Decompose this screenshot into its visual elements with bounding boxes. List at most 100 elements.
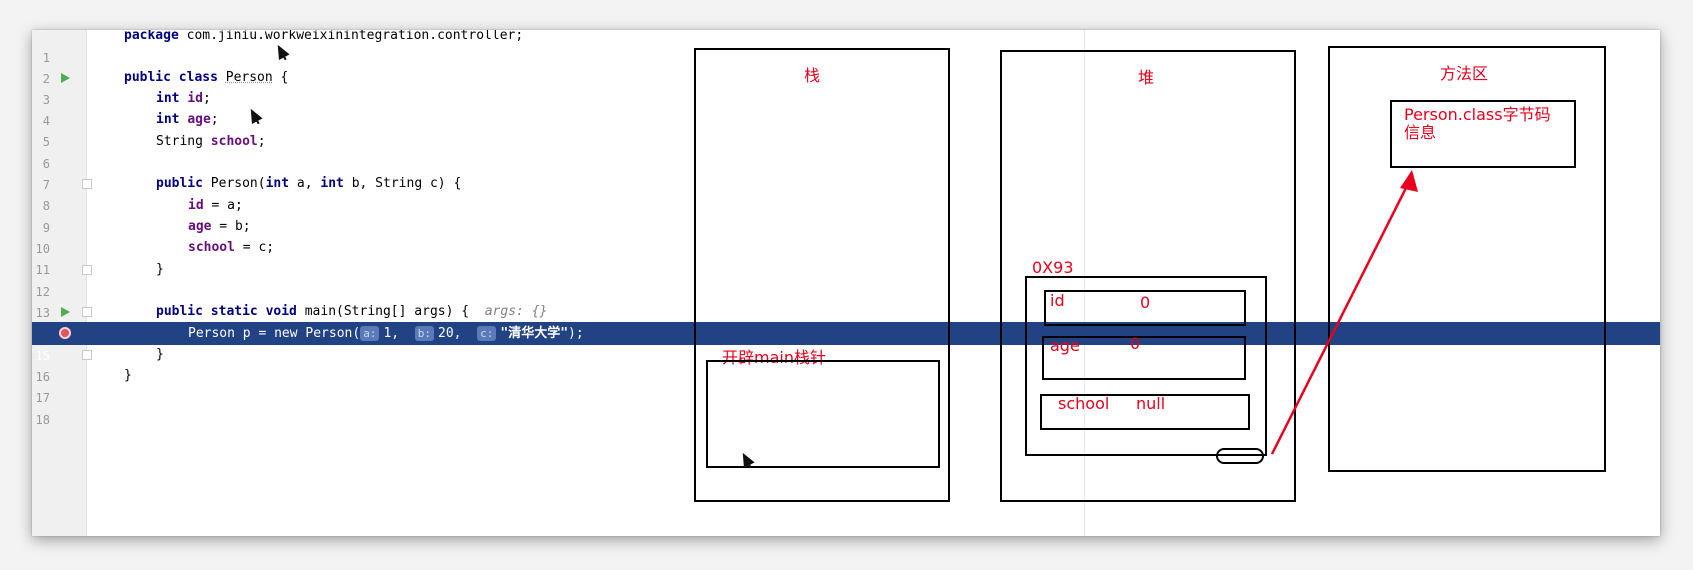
editor-gutter — [32, 30, 87, 536]
keyword: package — [124, 30, 179, 43]
code-punct: ; — [210, 112, 219, 127]
code-punct: { — [272, 70, 289, 85]
code-text: int id; — [156, 87, 211, 110]
line-number: 6 — [42, 157, 50, 171]
code-line[interactable]: 11 school = c; — [32, 236, 1660, 277]
code-text: String school; — [156, 130, 266, 153]
run-class-icon[interactable] — [58, 66, 72, 89]
arrow-shaft — [1270, 179, 1412, 455]
fold-icon[interactable] — [82, 307, 92, 317]
fold-icon[interactable] — [82, 179, 92, 189]
line-number: 11 — [35, 263, 50, 277]
code-punct: ; — [257, 134, 266, 149]
line-number: 2 — [42, 72, 50, 86]
code-text-part: = c; — [234, 240, 275, 255]
type-name: String — [156, 134, 203, 149]
fold-icon[interactable] — [82, 350, 92, 360]
line-number: 17 — [35, 391, 50, 405]
field-name: school — [188, 240, 235, 255]
line-number: 15 — [35, 349, 50, 363]
code-text: age = b; — [188, 215, 251, 238]
line-number: 9 — [42, 221, 50, 235]
stack-label: 栈 — [804, 66, 821, 85]
code-line[interactable]: 9 id = a; — [32, 194, 1660, 235]
keyword: int — [320, 176, 344, 191]
code-text: package com.jiniu.workweixinintegration.… — [124, 30, 523, 47]
line-number: 12 — [35, 285, 50, 299]
method-area-label: 方法区 — [1440, 64, 1489, 83]
constructor-name: Person( — [202, 176, 266, 191]
breakpoint-icon[interactable] — [58, 322, 72, 345]
parameter-hint: c: — [477, 326, 497, 341]
field-name: id — [187, 91, 203, 106]
code-text: public class Person { — [124, 66, 288, 89]
code-text-part: Person p = new Person( — [188, 326, 361, 341]
code-line[interactable]: 12 } — [32, 258, 1660, 299]
field-school-box — [1040, 394, 1250, 430]
fold-icon[interactable] — [82, 265, 92, 275]
keyword: int — [156, 112, 180, 127]
argument-value: 20, — [438, 326, 462, 341]
code-punct: ; — [202, 91, 211, 106]
code-text: int age; — [156, 108, 219, 131]
line-number: 10 — [35, 242, 50, 256]
code-line[interactable]: 8 public Person(int a, int b, String c) … — [32, 172, 1660, 213]
code-line[interactable]: 6 String school; — [32, 130, 1660, 171]
field-name: age — [188, 219, 212, 234]
stack-box — [694, 48, 950, 502]
code-text: id = a; — [188, 194, 243, 217]
code-line[interactable]: 13 — [32, 279, 1660, 320]
keyword: public — [156, 176, 203, 191]
line-number: 4 — [42, 114, 50, 128]
code-line[interactable]: 10 age = b; — [32, 215, 1660, 256]
person-object-box — [1025, 276, 1267, 456]
debug-inline-hint: args: {} — [484, 304, 548, 319]
code-text: } — [156, 347, 164, 362]
run-main-icon[interactable] — [58, 300, 72, 323]
method-area-box — [1328, 46, 1606, 472]
class-reference-arrow — [1270, 170, 1418, 455]
code-text: } — [156, 262, 164, 277]
line-number: 13 — [35, 306, 50, 320]
field-name: id — [188, 198, 204, 213]
field-name: school — [210, 134, 258, 149]
right-margin-guide — [1084, 30, 1085, 536]
code-line[interactable]: 18 — [32, 386, 1660, 427]
code-line[interactable]: 4 int id; — [32, 87, 1660, 128]
class-info-box — [1390, 100, 1576, 168]
code-text: school = c; — [188, 236, 274, 259]
keyword: public class — [124, 70, 218, 85]
code-line[interactable]: 16 } — [32, 343, 1660, 384]
code-text-part: = b; — [211, 219, 251, 234]
field-school-value: null — [1136, 394, 1166, 413]
code-text: public static void main(String[] args) {… — [156, 300, 547, 323]
class-info-label: Person.class字节码信息 — [1404, 105, 1551, 142]
line-number: 7 — [42, 178, 50, 192]
code-text-part: a, — [289, 176, 321, 191]
code-line[interactable]: 5 int age; — [32, 108, 1660, 149]
code-line[interactable]: 14 public static void main(String[] args… — [32, 300, 1660, 341]
code-line[interactable]: 2 — [32, 45, 1660, 86]
code-line[interactable]: 3 public class Person { — [32, 66, 1660, 107]
code-line[interactable]: 17 } — [32, 364, 1660, 405]
parameter-hint: a: — [360, 326, 380, 341]
heap-label: 堆 — [1138, 68, 1155, 87]
code-text: Person p = new Person(a:1, b:20, c:"清华大学… — [188, 322, 584, 345]
code-punct: ); — [568, 326, 584, 341]
line-number: 8 — [42, 199, 50, 213]
code-line[interactable]: 7 — [32, 151, 1660, 192]
stack-frame-label: 开辟main栈针 — [722, 348, 826, 367]
field-name: age — [187, 112, 211, 127]
current-execution-line[interactable]: 15 Person p = new Person(a:1, b:20, c:"清… — [32, 322, 1660, 363]
field-id-label: id — [1050, 291, 1065, 310]
main-stack-frame-box — [706, 360, 940, 468]
field-id-box — [1044, 290, 1246, 326]
line-number: 3 — [42, 93, 50, 107]
argument-value: 1, — [383, 326, 400, 341]
arrow-head — [1400, 170, 1418, 192]
keyword: int — [156, 91, 180, 106]
code-text: public Person(int a, int b, String c) { — [156, 172, 461, 195]
field-id-value: 0 — [1140, 293, 1151, 312]
line-number: 1 — [42, 51, 50, 65]
code-line[interactable]: 1 package com.jiniu.workweixinintegratio… — [32, 30, 1660, 65]
